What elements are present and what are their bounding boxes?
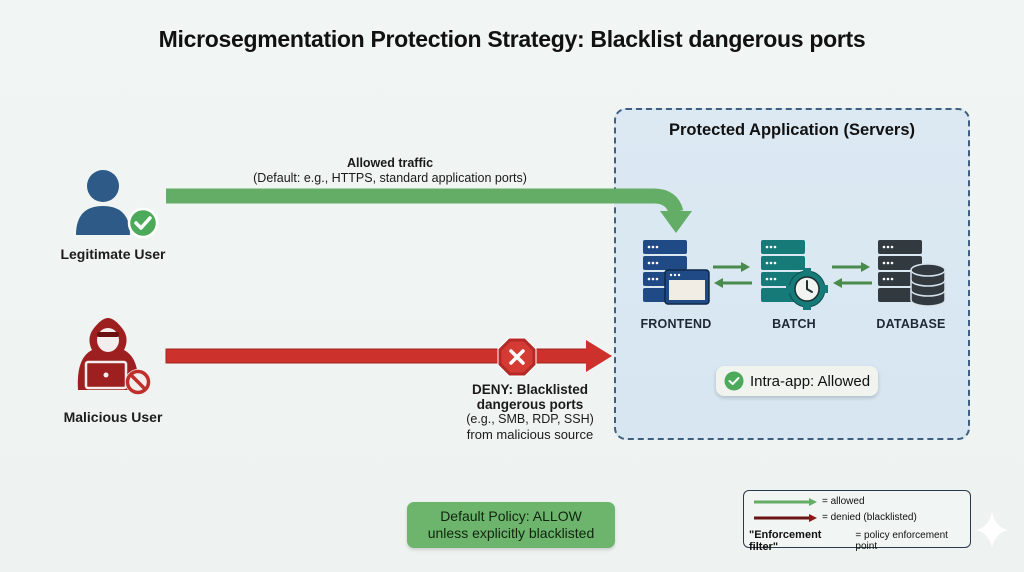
allowed-traffic-caption: Allowed traffic (Default: e.g., HTTPS, s… bbox=[230, 156, 550, 186]
legend-allowed-text: = allowed bbox=[822, 496, 865, 507]
policy-line2: unless explicitly blacklisted bbox=[427, 525, 595, 541]
user-check-icon bbox=[76, 170, 159, 239]
intra-app-badge: Intra-app: Allowed bbox=[716, 366, 878, 396]
intra-app-text: Intra-app: Allowed bbox=[750, 372, 871, 390]
hacker-icon bbox=[77, 318, 151, 395]
deny-title-line1: DENY: Blacklisted bbox=[471, 382, 589, 397]
deny-examples: (e.g., SMB, RDP, SSH) bbox=[466, 412, 594, 426]
legend-denied-arrow bbox=[754, 513, 817, 522]
allowed-traffic-arrow bbox=[166, 188, 692, 233]
protected-app-title: Protected Application (Servers) bbox=[668, 121, 916, 139]
default-policy-box: Default Policy: ALLOW unless explicitly … bbox=[407, 502, 615, 548]
diagram-title: Microsegmentation Protection Strategy: B… bbox=[158, 26, 866, 52]
legend: = allowed = denied (blacklisted) "Enforc… bbox=[743, 490, 971, 553]
server-database-icon bbox=[878, 240, 946, 307]
stop-x-icon bbox=[497, 337, 537, 377]
allowed-traffic-subtitle: (Default: e.g., HTTPS, standard applicat… bbox=[253, 171, 527, 185]
frontend-batch-arrows bbox=[713, 262, 752, 288]
legend-allowed: = allowed bbox=[752, 496, 865, 507]
deny-caption: DENY: Blacklisted dangerous ports (e.g.,… bbox=[430, 382, 630, 442]
server-label-database: DATABASE bbox=[876, 317, 946, 331]
legend-filter-term: "Enforcement filter" bbox=[749, 529, 822, 553]
server-window-icon bbox=[643, 240, 710, 305]
policy-line1: Default Policy: ALLOW bbox=[440, 508, 582, 524]
server-clock-icon bbox=[761, 240, 828, 310]
legend-allowed-arrow bbox=[754, 497, 817, 506]
legend-denied: = denied (blacklisted) bbox=[752, 512, 917, 523]
denied-traffic-arrow bbox=[165, 340, 612, 372]
server-label-frontend: FRONTEND bbox=[640, 317, 712, 331]
deny-source: from malicious source bbox=[466, 427, 594, 442]
malicious-user-label: Malicious User bbox=[63, 409, 163, 425]
deny-title-line2: dangerous ports bbox=[476, 397, 584, 412]
legend-filter: "Enforcement filter" = policy enforcemen… bbox=[749, 529, 970, 553]
batch-database-arrows bbox=[832, 262, 872, 288]
check-circle-icon bbox=[724, 371, 744, 391]
legend-denied-text: = denied (blacklisted) bbox=[822, 512, 917, 523]
allowed-traffic-title: Allowed traffic bbox=[346, 156, 434, 170]
server-label-batch: BATCH bbox=[772, 317, 816, 331]
legitimate-user-label: Legitimate User bbox=[60, 246, 166, 262]
legend-filter-desc: = policy enforcement point bbox=[855, 530, 948, 552]
sparkle-icon bbox=[976, 512, 1008, 548]
